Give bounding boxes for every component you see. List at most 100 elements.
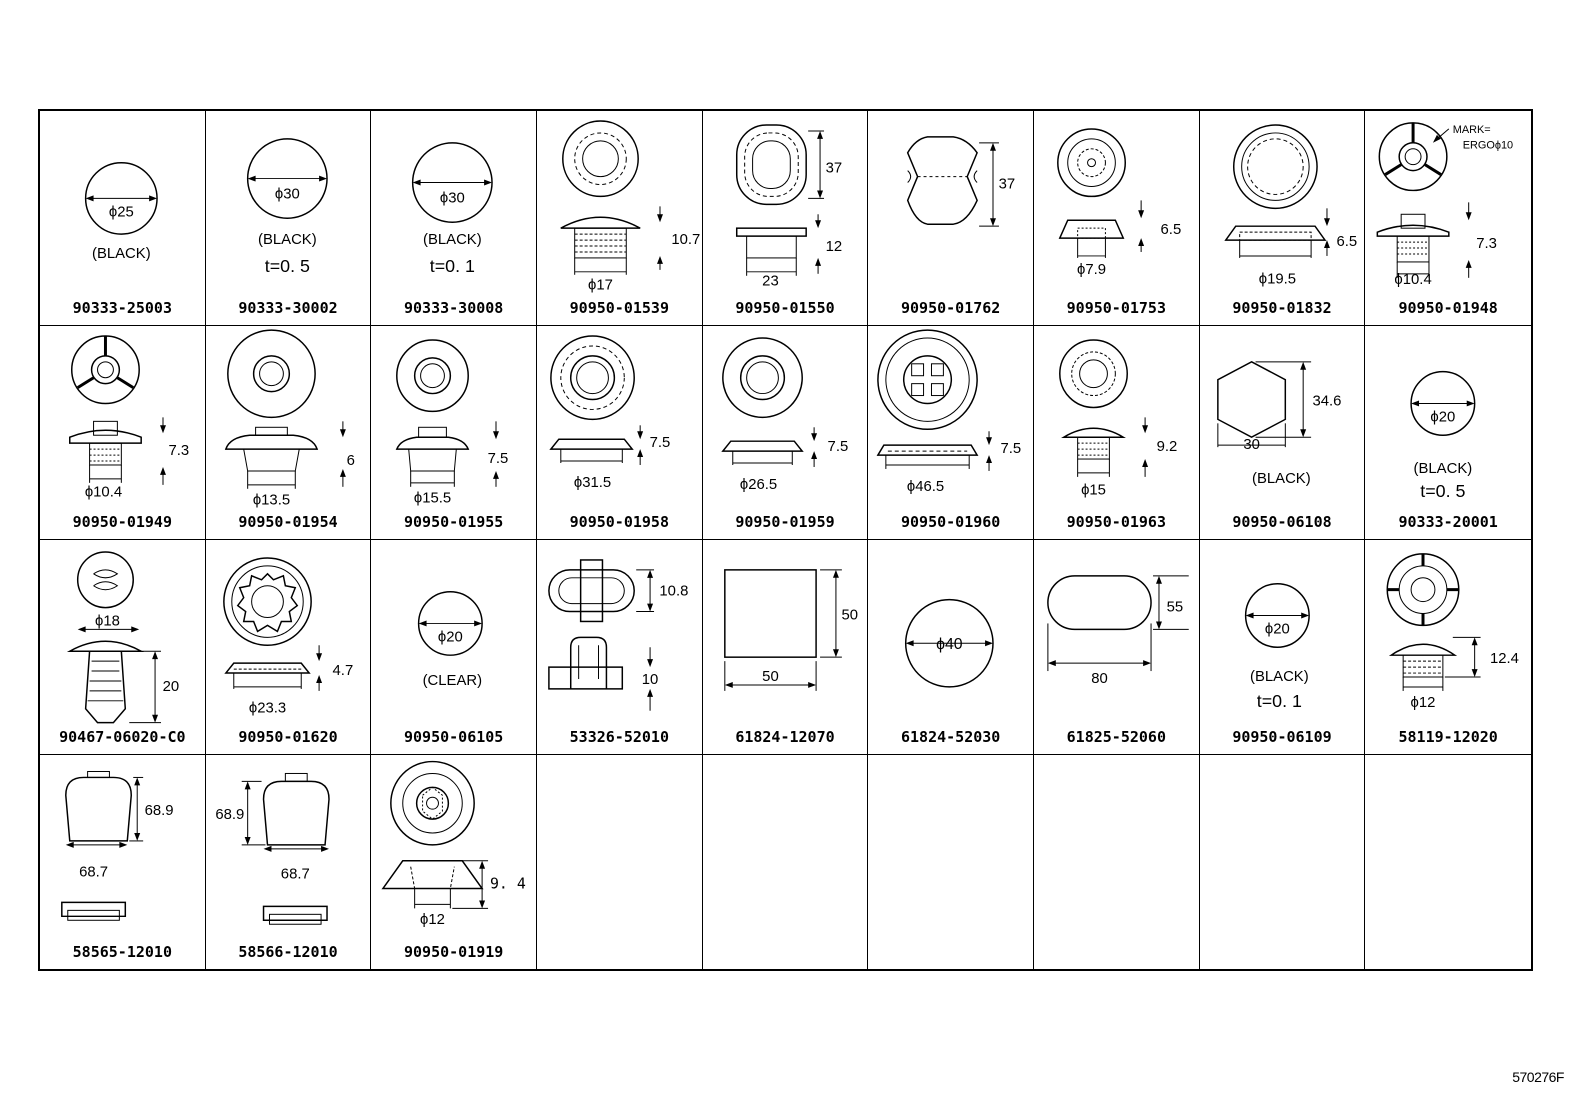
part-number: 61825-52060 xyxy=(1066,727,1166,746)
oval-tape-diagram: 55 80 xyxy=(1047,575,1189,687)
part-number: 90467-06020-C0 xyxy=(59,727,186,746)
dim-height: 34.6 xyxy=(1312,393,1341,409)
cell-90333-30002[interactable]: ϕ30 (BLACK) t=0. 5 90333-30002 xyxy=(205,111,372,326)
dim-height: 10.7 xyxy=(671,232,700,248)
parts-grid: ϕ25 (BLACK) 90333-25003 ϕ30 (BLACK) t=0.… xyxy=(38,109,1533,971)
dim-height: 7.5 xyxy=(827,439,848,455)
grommet-diagram: 9. 4 ϕ12 xyxy=(381,760,526,928)
dim-width: 80 xyxy=(1091,671,1108,687)
plug-diagram: ϕ20 (BLACK) t=0. 5 xyxy=(1410,370,1476,500)
part-number: 90950-06108 xyxy=(1232,513,1332,531)
cell-90950-06109[interactable]: ϕ20 (BLACK) t=0. 1 90950-06109 xyxy=(1199,540,1366,755)
cell-90950-06105[interactable]: ϕ20 (CLEAR) 90950-06105 xyxy=(371,540,537,755)
part-number: 90950-01960 xyxy=(900,513,1001,531)
cell-61824-12070[interactable]: 50 50 61824-12070 xyxy=(702,540,869,755)
color-note: (BLACK) xyxy=(92,246,151,262)
dim-height: 6.5 xyxy=(1336,234,1357,250)
color-note: (BLACK) xyxy=(1414,460,1473,476)
cell-58566-12010[interactable]: 68.9 68.7 58566-12010 xyxy=(206,754,372,969)
grommet-diagram: 7.5 ϕ46.5 xyxy=(876,328,1022,494)
cell-90950-01832[interactable]: 6.5 ϕ19.5 90950-01832 xyxy=(1199,111,1366,326)
mark-text: ERGOϕ10 xyxy=(1463,140,1513,152)
part-number: 58119-12020 xyxy=(1398,727,1498,746)
cell-90950-01954[interactable]: 6 ϕ13.5 90950-01954 xyxy=(205,325,372,540)
part-number: 90950-01955 xyxy=(403,513,504,531)
dim-height: 9.2 xyxy=(1157,439,1178,455)
cell-58119-12020[interactable]: 12.4 ϕ12 58119-12020 xyxy=(1365,540,1531,755)
cell-90950-01762[interactable]: 37 90950-01762 xyxy=(868,111,1034,326)
part-number: 90950-01948 xyxy=(1398,298,1498,317)
dim-diameter: ϕ25 xyxy=(109,204,134,220)
dim-height: 68.9 xyxy=(145,803,174,819)
dim-height: 50 xyxy=(841,607,858,623)
dim-thickness: 10 xyxy=(642,672,659,688)
cell-90950-01919[interactable]: 9. 4 ϕ12 90950-01919 xyxy=(371,754,537,969)
dim-diameter: ϕ30 xyxy=(440,190,465,206)
cell-90950-01948[interactable]: MARK= ERGOϕ10 7.3 ϕ10.4 90950-01948 xyxy=(1365,111,1531,326)
dim-height: 7.5 xyxy=(1001,441,1022,457)
dim-height: 6 xyxy=(346,452,354,468)
dim-height: 7.5 xyxy=(650,435,671,451)
grommet-diagram: 6.5 ϕ19.5 xyxy=(1224,124,1357,288)
part-number: 90950-01832 xyxy=(1232,298,1332,317)
cell-90950-01753[interactable]: 6.5 ϕ7.9 90950-01753 xyxy=(1034,111,1200,326)
part-number: 90950-01550 xyxy=(735,298,835,317)
dim-diameter: ϕ7.9 xyxy=(1077,262,1106,278)
dim-diameter: ϕ12 xyxy=(420,912,445,928)
dim-height: 12.4 xyxy=(1490,651,1519,667)
dim-diameter: ϕ40 xyxy=(936,636,963,653)
cell-90950-01958[interactable]: 7.5 ϕ31.5 90950-01958 xyxy=(537,325,703,540)
dim-diameter: ϕ10.4 xyxy=(1395,272,1432,288)
cell-90333-20001[interactable]: ϕ20 (BLACK) t=0. 5 90333-20001 xyxy=(1365,326,1531,540)
cell-61825-52060[interactable]: 55 80 61825-52060 xyxy=(1034,540,1200,755)
dim-diameter: ϕ23.3 xyxy=(249,701,286,717)
dim-length: 20 xyxy=(163,679,180,695)
cell-90950-01550[interactable]: 37 12 23 90950-01550 xyxy=(702,111,869,326)
thickness-note: t=0. 5 xyxy=(264,256,309,276)
dim-diameter: ϕ15.5 xyxy=(414,490,451,506)
part-number: 90950-01919 xyxy=(403,943,504,961)
dim-height: 55 xyxy=(1167,600,1184,616)
clip-diagram: 9.2 ϕ15 xyxy=(1059,338,1178,498)
dim-height: 37 xyxy=(999,176,1016,192)
cell-61824-52030[interactable]: ϕ40 61824-52030 xyxy=(868,540,1034,755)
dim-height: 7.3 xyxy=(1477,236,1498,252)
grommet-diagram: 4.7 ϕ23.3 xyxy=(222,557,353,717)
cell-90950-01963[interactable]: 9.2 ϕ15 90950-01963 xyxy=(1034,325,1200,540)
cell-90950-01955[interactable]: 7.5 ϕ15.5 90950-01955 xyxy=(371,325,537,540)
dim-height: 4.7 xyxy=(332,663,353,679)
cell-90950-06108[interactable]: 34.6 30 (BLACK) 90950-06108 xyxy=(1199,325,1366,540)
dim-diameter: ϕ31.5 xyxy=(574,474,611,490)
plug-diagram: ϕ20 (CLEAR) xyxy=(418,590,484,689)
grommet-diagram: 6.5 ϕ7.9 xyxy=(1057,128,1181,278)
cell-90467-06020-C0[interactable]: ϕ18 20 90467-06020-C0 xyxy=(40,540,206,755)
cell-90950-01960[interactable]: 7.5 ϕ46.5 90950-01960 xyxy=(868,325,1034,540)
dim-height: 68.9 xyxy=(215,807,244,823)
dim-width: 30 xyxy=(1243,437,1260,453)
part-number: 53326-52010 xyxy=(569,727,669,746)
cell-90333-25003[interactable]: ϕ25 (BLACK) 90333-25003 xyxy=(40,111,206,326)
color-note: (BLACK) xyxy=(423,232,482,248)
color-note: (BLACK) xyxy=(1252,470,1311,486)
clip-diagram: 12.4 ϕ12 xyxy=(1386,553,1519,711)
dim-width: 68.7 xyxy=(79,864,108,880)
cover-diagram: 68.9 68.7 xyxy=(61,770,174,921)
cell-58565-12010[interactable]: 68.9 68.7 58565-12010 xyxy=(40,754,206,969)
dim-diameter: ϕ17 xyxy=(588,278,613,294)
dim-diameter: ϕ30 xyxy=(275,186,300,202)
part-number: 90950-06109 xyxy=(1232,727,1332,746)
dim-diameter: ϕ20 xyxy=(1431,409,1456,425)
dim-width: 50 xyxy=(762,669,779,685)
cell-90950-01949[interactable]: 7.3 ϕ10.4 90950-01949 xyxy=(40,325,206,540)
dim-height: 10.8 xyxy=(659,584,688,600)
cell-90950-01620[interactable]: 4.7 ϕ23.3 90950-01620 xyxy=(205,540,372,755)
dim-diameter: ϕ26.5 xyxy=(740,476,777,492)
square-tape-diagram: 50 50 xyxy=(723,569,858,691)
fastener-diagram: ϕ18 20 xyxy=(66,551,180,724)
cell-90950-01959[interactable]: 7.5 ϕ26.5 90950-01959 xyxy=(702,325,869,540)
cell-90333-30008[interactable]: ϕ30 (BLACK) t=0. 1 90333-30008 xyxy=(371,111,537,326)
grommet-diagram: 7.5 ϕ31.5 xyxy=(549,334,671,490)
clip-diagram: MARK= ERGOϕ10 7.3 ϕ10.4 xyxy=(1376,122,1513,288)
cell-90950-01539[interactable]: 10.7 ϕ17 90950-01539 xyxy=(537,111,703,326)
cell-53326-52010[interactable]: 10.8 10 53326-52010 xyxy=(537,540,703,755)
